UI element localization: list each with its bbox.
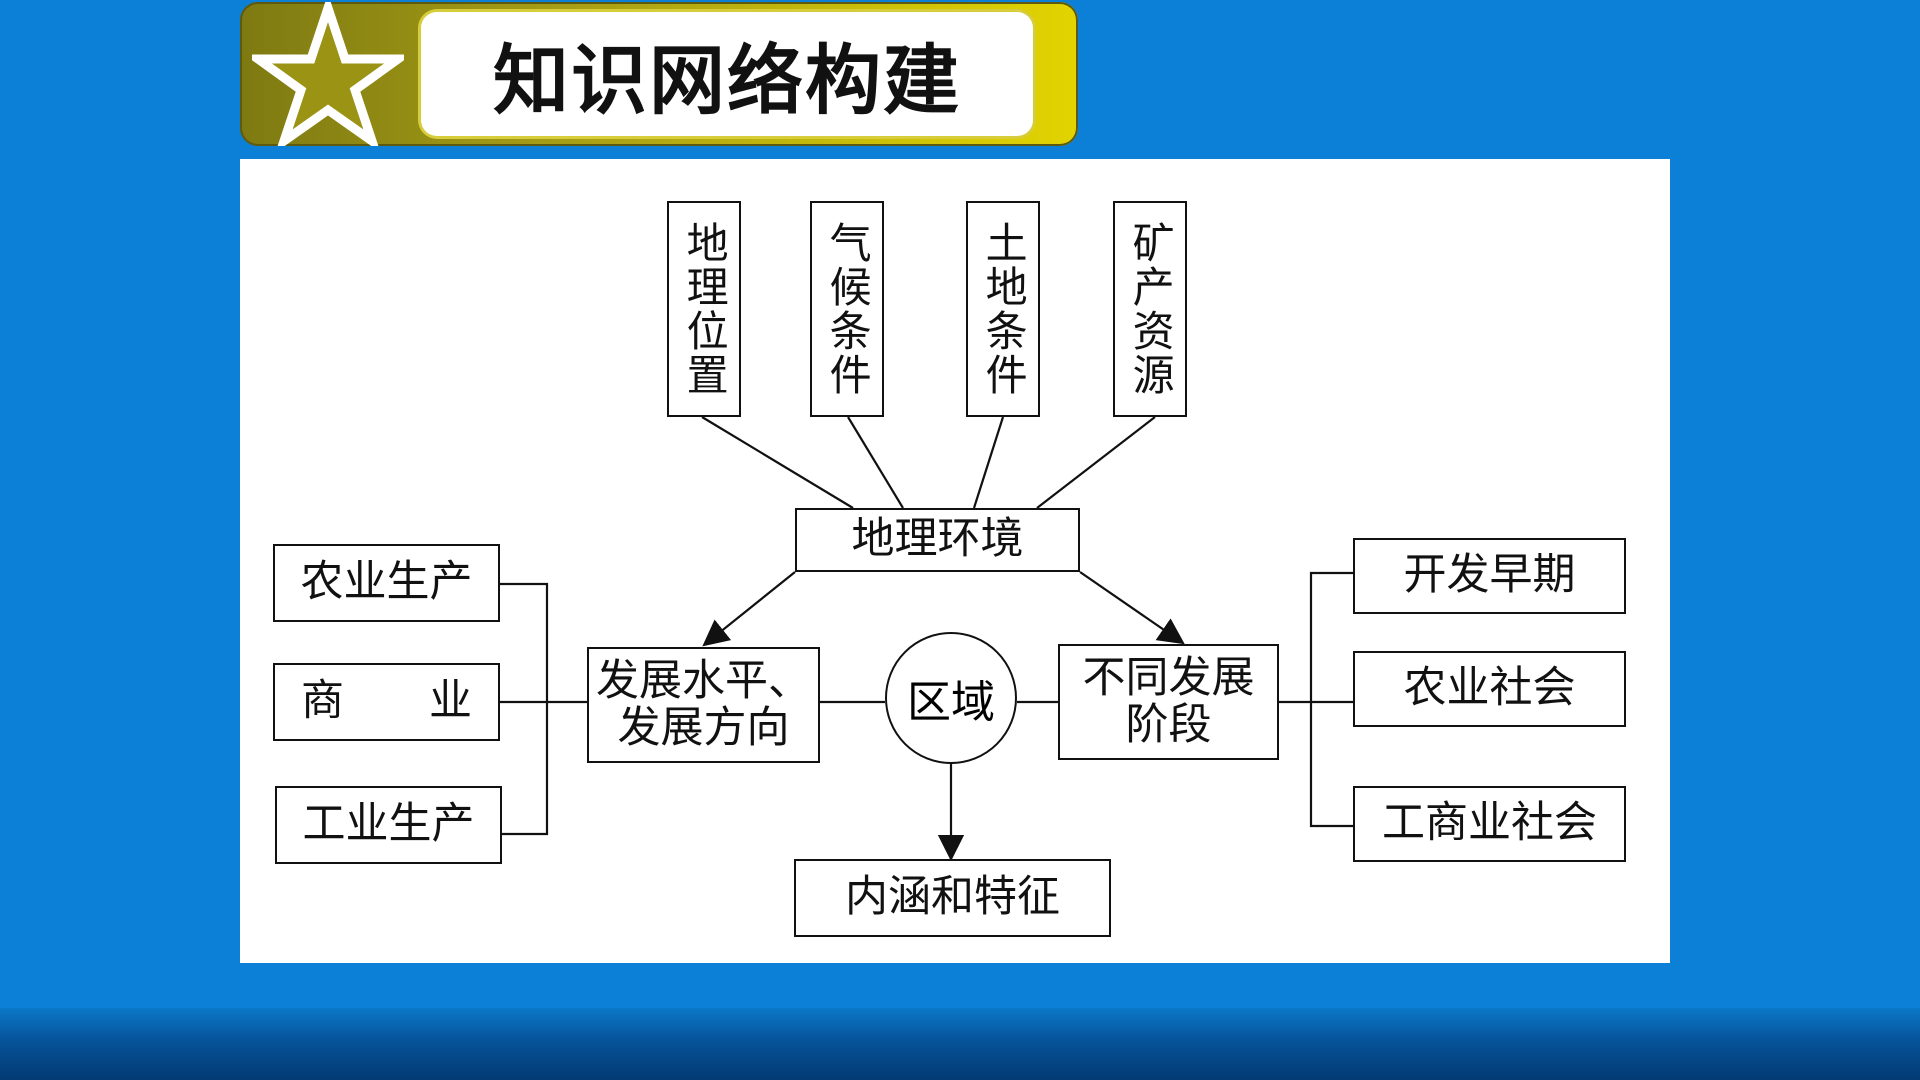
connector-factor-4 — [1036, 416, 1156, 509]
sector-agriculture: 农业生产 — [273, 544, 500, 622]
title-banner: 知识网络构建 — [240, 2, 1078, 146]
star-icon — [252, 2, 404, 146]
factor-minerals: 矿产资源 — [1113, 201, 1187, 417]
stage-agricultural-society: 农业社会 — [1353, 651, 1626, 727]
geographic-environment-box: 地理环境 — [795, 508, 1080, 572]
stages-label-line-2: 阶段 — [1125, 700, 1212, 750]
development-level-box: 发展水平、 发展方向 — [587, 647, 820, 763]
title-box: 知识网络构建 — [421, 12, 1033, 136]
sector-commerce: 商 业 — [273, 663, 500, 741]
development-level-line-1: 发展水平、 — [596, 655, 811, 706]
connector-factor-1 — [701, 416, 854, 509]
factor-climate: 气候条件 — [810, 201, 884, 417]
bracket-stages — [1309, 571, 1353, 828]
connector-factor-3 — [972, 416, 1005, 509]
factor-geographic-location: 地理位置 — [667, 201, 741, 417]
development-level-line-2: 发展方向 — [617, 703, 790, 753]
development-stages-box: 不同发展 阶段 — [1058, 644, 1279, 760]
concept-map: 地理位置 气候条件 土地条件 矿产资源 地理环境 发展水平、 发展方向 区域 不… — [240, 159, 1670, 963]
arrow-to-stages — [1079, 571, 1185, 645]
bracket-sectors — [500, 582, 549, 836]
arrow-to-development-level — [702, 571, 796, 647]
connector-lines — [500, 416, 1353, 862]
page-title: 知识网络构建 — [493, 36, 961, 125]
connector-factor-2 — [847, 416, 904, 509]
region-circle: 区域 — [885, 632, 1017, 764]
factor-land: 土地条件 — [966, 201, 1040, 417]
stage-early-development: 开发早期 — [1353, 538, 1626, 614]
sector-commerce-part-2: 业 — [429, 676, 472, 727]
sector-industry: 工业生产 — [275, 786, 502, 864]
sector-commerce-part-1: 商 — [301, 676, 344, 727]
stages-label-line-1: 不同发展 — [1082, 652, 1255, 703]
features-box: 内涵和特征 — [794, 859, 1111, 937]
bottom-band — [0, 1008, 1920, 1080]
stage-industrial-commercial-society: 工商业社会 — [1353, 786, 1626, 862]
